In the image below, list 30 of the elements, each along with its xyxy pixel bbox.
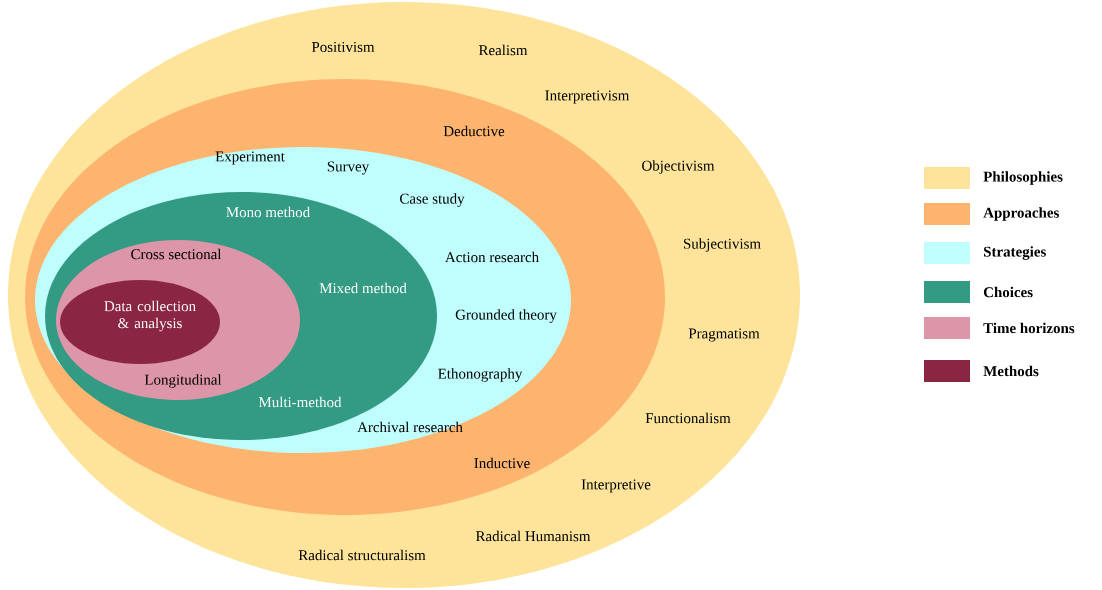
band-label: Positivism bbox=[311, 42, 375, 52]
band-label: Mixed method bbox=[319, 282, 407, 294]
band-label: Grounded theory bbox=[455, 309, 557, 323]
band-label: Pragmatism bbox=[688, 328, 760, 342]
legend-label: Approaches bbox=[983, 207, 1059, 221]
band-label: Deductive bbox=[443, 125, 505, 137]
band-label: Subjectivism bbox=[684, 238, 761, 252]
band-label: Radical structuralism bbox=[298, 549, 426, 561]
band-label: Ethonography bbox=[438, 368, 523, 382]
band-label: Data collection & analysis bbox=[104, 300, 196, 332]
band-label: Interpretive bbox=[581, 479, 651, 493]
band-label: Longitudinal bbox=[144, 374, 222, 388]
band-label: Realism bbox=[478, 44, 528, 56]
band-label: Mono method bbox=[226, 206, 310, 218]
legend-label: Choices bbox=[983, 286, 1033, 298]
band-label: Cross sectional bbox=[131, 248, 222, 260]
band-label: Inductive bbox=[474, 457, 530, 469]
legend-label: Methods bbox=[983, 365, 1039, 377]
legend-label: Philosophies bbox=[983, 171, 1063, 185]
band-label: Multi-method bbox=[258, 396, 342, 408]
band-label: Interpretivism bbox=[545, 90, 630, 104]
band-label: Action research bbox=[445, 251, 539, 263]
legend-label: Time horizons bbox=[983, 322, 1075, 334]
band-label: Survey bbox=[327, 161, 370, 175]
band-label: Case study bbox=[400, 193, 465, 207]
band-label: Objectivism bbox=[642, 160, 715, 174]
band-label: Functionalism bbox=[645, 412, 731, 424]
legend-label: Strategies bbox=[984, 246, 1046, 260]
band-label: Radical Humanism bbox=[475, 530, 591, 542]
band-label: Experiment bbox=[215, 151, 285, 165]
